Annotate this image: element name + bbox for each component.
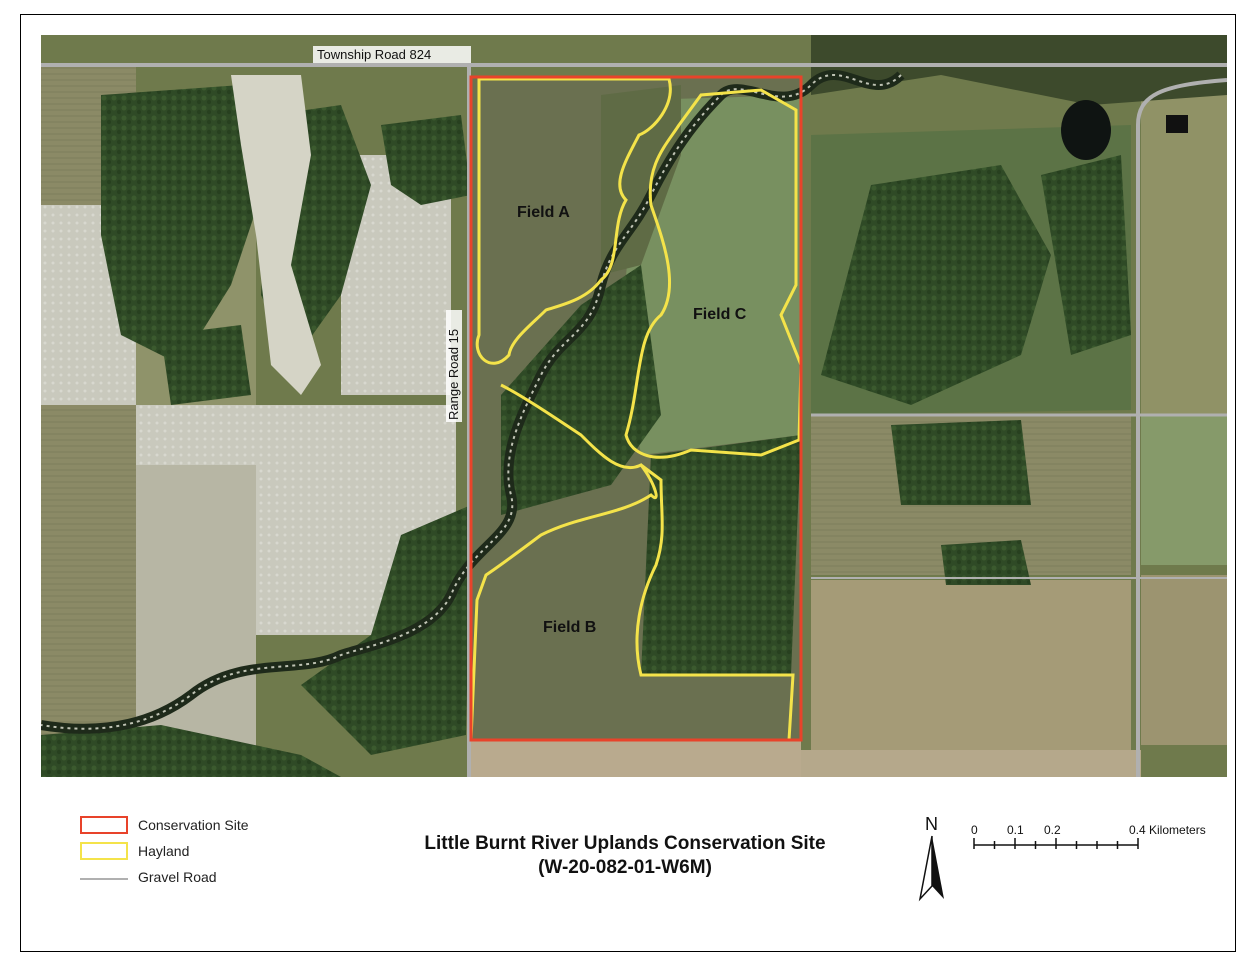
dugout [1166,115,1188,133]
field-parcel [1141,415,1227,565]
field-parcel [811,580,1131,750]
forest-patch [381,115,471,205]
north-arrow-left-half [918,835,933,902]
legend-label: Hayland [138,843,190,859]
road-label-bg [313,46,471,63]
river-sandbar [41,74,902,730]
field-parcel [801,750,1141,777]
range-road-label: Range Road 15 [446,329,461,420]
pond [1061,100,1111,160]
north-arrow-icon: N [918,814,944,902]
forest-patch [641,435,801,675]
township-road-label: Township Road 824 [317,47,431,62]
field-a-label: Field A [517,204,570,221]
scale-ticks [973,838,1139,849]
title-line-1: Little Burnt River Uplands Conservation … [424,833,826,854]
forest-patch [1041,155,1131,355]
conservation-site-boundary [469,75,803,742]
scale-tick-label: 0 [971,823,978,837]
scale-tick-label: 0.1 [1007,823,1024,837]
north-label: N [925,814,938,834]
field-parcel [1141,575,1227,745]
field-c-label: Field C [693,306,747,323]
field-parcel [41,405,136,777]
map-frame [20,14,1236,952]
aerial-map-canvas: Township Road 824 Range Road 15 Field A … [41,35,1227,777]
forest-patch [811,35,1227,105]
river-valley [601,85,681,275]
hayland-field-a [475,77,672,365]
forest-patch [41,725,341,777]
hayland-swatch [80,842,128,860]
map-title: Little Burnt River Uplands Conservation … [360,832,890,880]
east-road [1136,78,1227,777]
gravel-pit [231,75,321,395]
road-label-bg [446,310,462,422]
forest-patch [301,505,471,755]
field-parcel [1141,95,1227,415]
field-b-label: Field B [543,619,596,636]
legend-label: Gravel Road [138,869,217,885]
forest-patch [161,325,251,405]
legend-label: Conservation Site [138,817,249,833]
forest-patch [101,85,271,365]
field-parcel [471,739,801,777]
forest-patch [891,420,1031,505]
hayland-field-b [469,383,795,742]
gravel-road-swatch [80,878,128,880]
forest-patch [941,540,1031,585]
title-line-2: (W-20-082-01-W6M) [538,857,712,878]
hayland-field-c [624,88,803,459]
forest-patch [821,165,1051,405]
forest-patch [501,265,661,515]
aerial-map[interactable]: Township Road 824 Range Road 15 Field A … [41,35,1227,777]
scale-tick-label: 0.4 Kilometers [1129,823,1206,837]
scale-tick-label: 0.2 [1044,823,1061,837]
scale-bar: 0 0.1 0.2 0.4 Kilometers [971,823,1206,849]
north-arrow-right-half [932,836,944,899]
conservation-site-swatch [80,816,128,834]
